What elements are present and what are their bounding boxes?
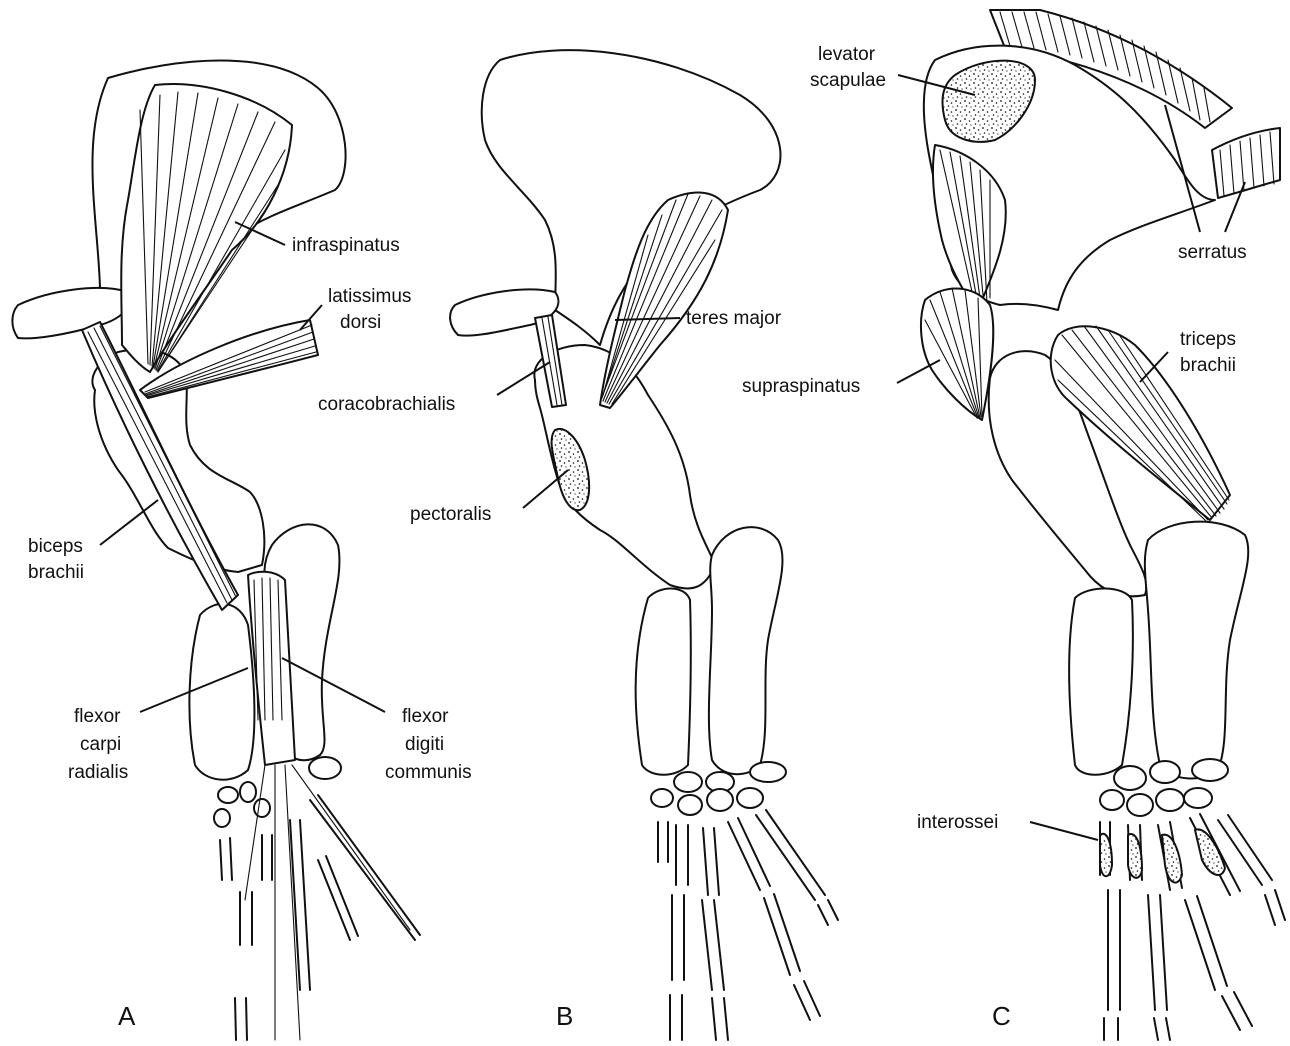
ulna bbox=[709, 527, 783, 774]
label-triceps-brachii: triceps bbox=[1180, 329, 1236, 350]
label-biceps-brachii: brachii bbox=[28, 562, 84, 583]
panel-b: teres major coracobrachialis pectoralis … bbox=[318, 50, 838, 1040]
supraspinatus-muscle bbox=[921, 288, 993, 420]
label-flexor-carpi-radialis: flexor bbox=[74, 706, 121, 727]
label-serratus: serratus bbox=[1178, 242, 1247, 263]
fingers bbox=[220, 795, 420, 1040]
coracoid bbox=[12, 288, 130, 338]
panel-a: infraspinatus latissimus dorsi biceps br… bbox=[12, 61, 471, 1041]
label-flexor-digiti-communis: communis bbox=[385, 762, 472, 783]
label-latissimus-dorsi: latissimus bbox=[328, 286, 411, 307]
label-latissimus-dorsi: dorsi bbox=[340, 312, 381, 333]
label-levator-scapulae: levator bbox=[818, 44, 876, 65]
label-triceps-brachii: brachii bbox=[1180, 355, 1236, 376]
label-infraspinatus: infraspinatus bbox=[292, 235, 400, 256]
label-coracobrachialis: coracobrachialis bbox=[318, 394, 455, 415]
label-supraspinatus: supraspinatus bbox=[742, 376, 860, 397]
interossei-muscles bbox=[1100, 829, 1225, 882]
radius bbox=[636, 588, 691, 774]
label-flexor-carpi-radialis: radialis bbox=[68, 762, 128, 783]
label-interossei: interossei bbox=[917, 812, 998, 833]
panel-letter-b: B bbox=[556, 1001, 573, 1031]
radius bbox=[189, 604, 254, 780]
infraspinatus-muscle bbox=[121, 84, 292, 372]
label-biceps-brachii: biceps bbox=[28, 536, 83, 557]
ulna bbox=[1145, 522, 1248, 779]
label-pectoralis: pectoralis bbox=[410, 504, 491, 525]
label-flexor-digiti-communis: digiti bbox=[405, 734, 444, 755]
radius bbox=[1069, 588, 1133, 774]
label-flexor-digiti-communis: flexor bbox=[402, 706, 449, 727]
fingers bbox=[658, 810, 838, 1040]
label-levator-scapulae: scapulae bbox=[810, 70, 886, 91]
panel-c: levator scapulae serratus triceps brachi… bbox=[742, 10, 1285, 1040]
label-flexor-carpi-radialis: carpi bbox=[80, 734, 121, 755]
label-teres-major: teres major bbox=[686, 308, 782, 329]
panel-letter-a: A bbox=[118, 1001, 136, 1031]
panel-letter-c: C bbox=[992, 1001, 1011, 1031]
